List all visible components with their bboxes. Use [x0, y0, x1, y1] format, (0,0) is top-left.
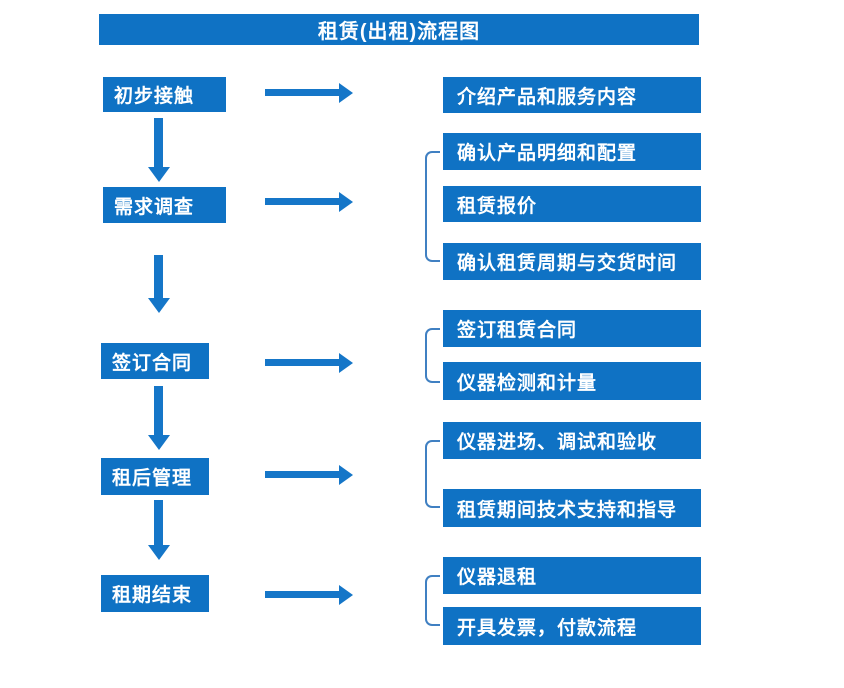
bracket-demand-survey-outputs — [425, 151, 440, 262]
arrow-head-icon — [339, 585, 353, 605]
bracket-sign-contract-outputs — [425, 328, 440, 383]
output-box-technical-support: 租赁期间技术支持和指导 — [443, 489, 701, 527]
output-box-confirm-product-details: 确认产品明细和配置 — [443, 133, 701, 170]
bracket-post-rental-outputs — [425, 440, 440, 508]
arrow-stem — [265, 89, 340, 96]
flowchart-title: 租赁(出租)流程图 — [99, 14, 699, 45]
arrow-down-stage2-stage3 — [148, 255, 170, 313]
output-box-invoice-payment: 开具发票，付款流程 — [443, 607, 701, 645]
arrow-right-rental-end — [265, 585, 353, 605]
output-box-rental-quote: 租赁报价 — [443, 186, 701, 222]
arrow-stem — [265, 591, 340, 598]
arrow-head-icon — [339, 192, 353, 212]
arrow-stem — [154, 118, 163, 168]
output-box-introduce-products: 介绍产品和服务内容 — [443, 77, 701, 113]
arrow-head-icon — [148, 167, 170, 182]
arrow-right-sign-contract — [265, 353, 353, 373]
arrow-head-icon — [339, 465, 353, 485]
arrow-right-post-rental — [265, 465, 353, 485]
arrow-right-initial-contact — [265, 83, 353, 103]
arrow-stem — [154, 386, 163, 436]
arrow-stem — [265, 359, 340, 366]
arrow-head-icon — [148, 298, 170, 313]
output-box-instrument-entry-acceptance: 仪器进场、调试和验收 — [443, 422, 701, 459]
arrow-down-stage4-stage5 — [148, 500, 170, 560]
arrow-stem — [265, 471, 340, 478]
arrow-head-icon — [148, 435, 170, 450]
stage-box-post-rental-management: 租后管理 — [101, 458, 209, 495]
output-box-instrument-testing: 仪器检测和计量 — [443, 362, 701, 400]
bracket-rental-end-outputs — [425, 575, 440, 626]
stage-box-demand-survey: 需求调查 — [103, 187, 226, 223]
stage-box-rental-end: 租期结束 — [101, 575, 209, 612]
arrow-stem — [154, 500, 163, 546]
output-box-instrument-return: 仪器退租 — [443, 557, 701, 594]
arrow-head-icon — [339, 83, 353, 103]
arrow-down-stage3-stage4 — [148, 386, 170, 450]
arrow-down-stage1-stage2 — [148, 118, 170, 182]
arrow-right-demand-survey — [265, 192, 353, 212]
arrow-head-icon — [339, 353, 353, 373]
stage-box-sign-contract: 签订合同 — [101, 343, 209, 379]
arrow-stem — [265, 198, 340, 205]
arrow-stem — [154, 255, 163, 299]
output-box-confirm-rental-period: 确认租赁周期与交货时间 — [443, 243, 701, 280]
arrow-head-icon — [148, 545, 170, 560]
output-box-sign-rental-contract: 签订租赁合同 — [443, 310, 701, 347]
stage-box-initial-contact: 初步接触 — [103, 77, 226, 112]
